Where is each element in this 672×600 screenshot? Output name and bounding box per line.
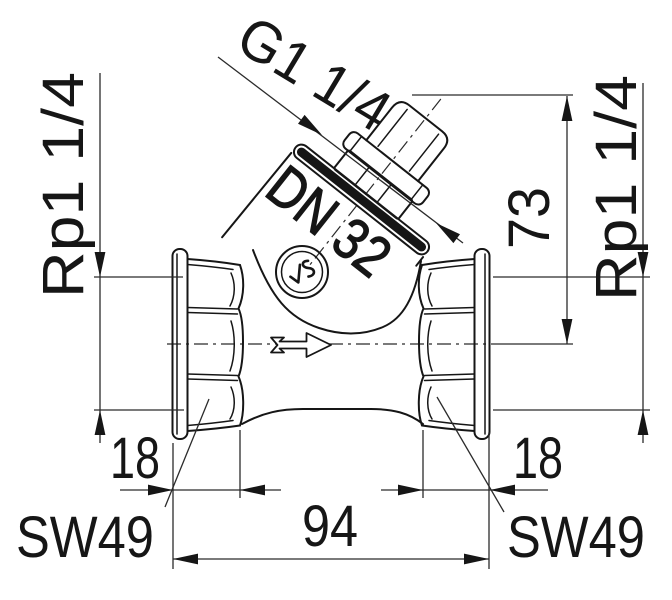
face-to-face-label: 94 — [302, 494, 358, 559]
hex-top-face — [186, 258, 241, 266]
leader-line — [164, 398, 210, 508]
extension-lines — [422, 430, 490, 569]
hex-top-face-inner — [186, 263, 234, 271]
top-thread-label: G1 1/4 — [226, 3, 402, 144]
dim-arrow — [436, 223, 460, 244]
leader-line — [436, 396, 505, 513]
dim-arrow — [240, 484, 265, 496]
valve-body — [241, 249, 424, 425]
threaded-spigot — [365, 101, 449, 183]
extension-lines — [172, 430, 241, 569]
dim-arrow — [173, 553, 198, 565]
dim-arrow — [148, 484, 173, 496]
bonnet-axis-centerline — [306, 98, 442, 269]
left-hex-length-label: 18 — [110, 426, 160, 491]
dim-face-to-face: 94 — [173, 494, 489, 565]
manufacturer-logo-icon — [275, 245, 329, 299]
dim-arrow — [398, 484, 423, 496]
dim-left-port-thread: Rp1 1/4 — [31, 72, 184, 443]
spigot-thread-lines — [377, 108, 440, 172]
dim-left-hex-length: 18 — [110, 426, 281, 569]
dim-line — [217, 56, 464, 244]
logo-inner-circle — [280, 250, 324, 294]
dim-arrow — [637, 252, 649, 277]
hex-face-divider-lower — [186, 373, 239, 382]
hex-face-divider-upper — [186, 306, 239, 315]
dim-arrow — [490, 484, 515, 496]
dim-right-hex-length: 18 — [381, 426, 563, 569]
extension-lines — [94, 276, 184, 411]
hex-silhouette — [237, 264, 245, 427]
dim-arrow — [637, 410, 649, 435]
body-belly-contour — [252, 249, 422, 335]
right-wrench-label: SW49 — [507, 505, 645, 570]
center-height-label: 73 — [497, 187, 562, 249]
bonnet-cap-rim — [292, 143, 431, 256]
hex-bottom-face — [186, 424, 241, 432]
bonnet-left-edge — [221, 151, 293, 239]
label-left-wrench: SW49 — [16, 398, 210, 570]
logo-outer-circle — [275, 245, 329, 299]
hex-bottom-face-inner — [186, 419, 234, 427]
dim-arrow — [561, 96, 573, 121]
dim-right-port-thread: Rp1 1/4 — [493, 75, 650, 443]
dim-arrow — [298, 114, 322, 135]
extension-lines — [493, 276, 650, 411]
body-bottom-contour — [241, 408, 424, 425]
bonnet-cap-band — [296, 147, 427, 252]
flow-direction-arrow-icon — [270, 332, 332, 358]
label-right-wrench: SW49 — [436, 396, 645, 570]
left-wrench-label: SW49 — [16, 505, 154, 570]
dim-arrow — [464, 553, 489, 565]
logo-js-monogram — [289, 259, 316, 284]
dim-center-height: 73 — [412, 94, 573, 344]
bonnet-right-edge — [415, 256, 425, 267]
dim-arrow — [94, 410, 106, 435]
right-port-thread-label: Rp1 1/4 — [584, 75, 649, 301]
collar-end-lines — [349, 135, 424, 201]
hex-chamfer-arcs — [229, 272, 235, 420]
dim-arrow — [561, 319, 573, 344]
right-hex-length-label: 18 — [513, 426, 563, 491]
left-port — [171, 248, 245, 440]
left-port-thread-label: Rp1 1/4 — [31, 72, 96, 298]
dim-arrow — [94, 252, 106, 277]
